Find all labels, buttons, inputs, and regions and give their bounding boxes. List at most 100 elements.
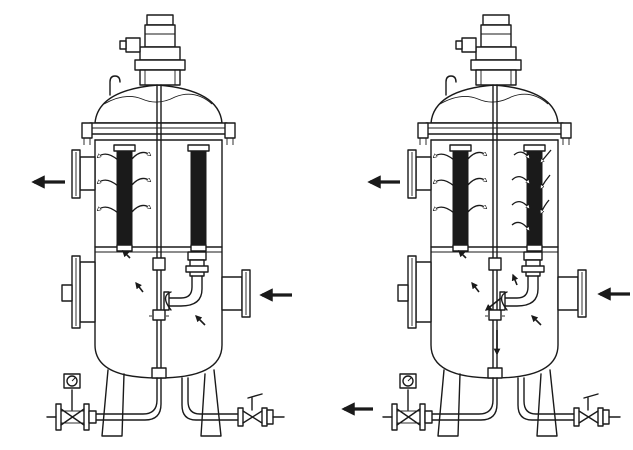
filter-panel-filtering	[46, 14, 285, 437]
valve-flange	[237, 407, 244, 427]
terminal-gland	[119, 40, 127, 50]
drain-outlet-flange	[151, 367, 167, 379]
outlet-nozzle-pipe	[415, 156, 432, 191]
inspection-nozzle	[415, 261, 432, 323]
lifting-lug	[109, 75, 121, 96]
valve-body	[242, 410, 263, 424]
flow-arrow-icon	[541, 199, 550, 213]
flow-arrow-icon	[531, 315, 542, 326]
flow-arrow-icon	[130, 152, 150, 161]
dome-break-line	[103, 93, 213, 105]
shaft-coupling	[488, 257, 502, 271]
lifting-lug	[445, 75, 457, 96]
shaft-coupling	[152, 257, 166, 271]
flow-arrow-icon	[513, 151, 529, 158]
filter-panel-backwashing	[382, 14, 621, 437]
motor-body	[480, 24, 512, 48]
motor-cap	[482, 14, 510, 26]
support-leg	[536, 369, 558, 437]
suction-arm-pipe	[167, 275, 203, 307]
valve-body	[396, 408, 421, 426]
gauge-needle	[71, 377, 76, 382]
flange-bolt	[417, 122, 429, 139]
pipe-stub	[266, 409, 274, 425]
terminal-gland	[455, 40, 463, 50]
valve-flange	[391, 403, 398, 431]
suction-collar	[521, 265, 545, 273]
suction-collar	[185, 265, 209, 273]
valve-body	[578, 410, 599, 424]
filter-element-2	[526, 149, 543, 246]
flow-arrow-icon	[511, 273, 519, 286]
valve-flange	[573, 407, 580, 427]
flow-arrow-icon	[466, 205, 486, 214]
shaft-bearing	[152, 309, 166, 321]
flow-arrow-icon	[434, 179, 455, 187]
bolt-studs	[419, 138, 570, 145]
flange-bolt	[81, 122, 93, 139]
arm-joint	[164, 291, 172, 311]
suction-arm-pipe	[167, 275, 193, 299]
inspection-cover-plug	[61, 284, 73, 302]
gearbox	[139, 46, 181, 61]
pipe-stub	[424, 410, 433, 424]
flush-pipe	[523, 377, 575, 415]
top-dome	[94, 84, 223, 124]
bolt-studs	[83, 138, 234, 145]
flush-pipe	[517, 377, 575, 421]
valve-flange	[83, 403, 90, 431]
inlet-nozzle-pipe	[221, 276, 243, 311]
suction-arm-pipe	[503, 275, 539, 307]
flow-arrow-icon	[541, 174, 551, 188]
valve-flange	[597, 407, 604, 427]
valve-flange	[419, 403, 426, 431]
flow-arrow-icon	[98, 153, 119, 161]
drain-pipe	[95, 377, 162, 421]
valve-flange	[55, 403, 62, 431]
inspection-nozzle	[79, 261, 96, 323]
suction-head	[187, 251, 207, 261]
filter-element-1	[116, 149, 133, 246]
pipe-stub	[88, 410, 97, 424]
valve-body	[60, 410, 85, 424]
inspection-cover-plug	[397, 284, 409, 302]
drain-pipe	[431, 377, 494, 415]
flow-arrow-icon	[195, 315, 206, 326]
flow-arrow-icon	[511, 201, 529, 208]
element-socket	[116, 244, 133, 252]
shaft-bearing	[488, 309, 502, 321]
flow-arrow-icon	[434, 153, 455, 161]
drain-outlet-flange	[487, 367, 503, 379]
support-leg	[101, 369, 125, 437]
motor-flange	[470, 59, 522, 71]
flow-arrow-icon	[122, 250, 131, 259]
top-flange	[89, 122, 228, 135]
flow-arrow-icon	[541, 149, 552, 162]
suction-arm-pipe	[503, 275, 529, 299]
valve-body	[396, 410, 421, 424]
flow-arrow-icon	[466, 152, 486, 161]
flush-pipe	[181, 377, 239, 421]
motor-flange	[134, 59, 186, 71]
dome-break-line	[439, 93, 549, 105]
flow-arrow-icon	[98, 206, 119, 214]
valve-flange	[261, 407, 268, 427]
flange-bolt	[560, 122, 572, 139]
drain-pipe	[431, 377, 498, 421]
suction-head	[523, 251, 543, 261]
element-cap	[523, 144, 546, 152]
flow-arrow-icon	[130, 205, 150, 214]
element-socket	[452, 244, 469, 252]
flush-pipe	[187, 377, 239, 415]
flow-arrow-icon	[130, 178, 150, 187]
gearbox	[475, 46, 517, 61]
motor-body	[144, 24, 176, 48]
top-dome	[430, 84, 559, 124]
flow-arrow-icon	[434, 206, 455, 214]
element-socket	[190, 244, 207, 252]
valve-handle	[247, 393, 263, 399]
element-cap	[113, 144, 136, 152]
flow-arrow-icon	[466, 178, 486, 187]
flow-arrow-icon	[471, 281, 480, 293]
